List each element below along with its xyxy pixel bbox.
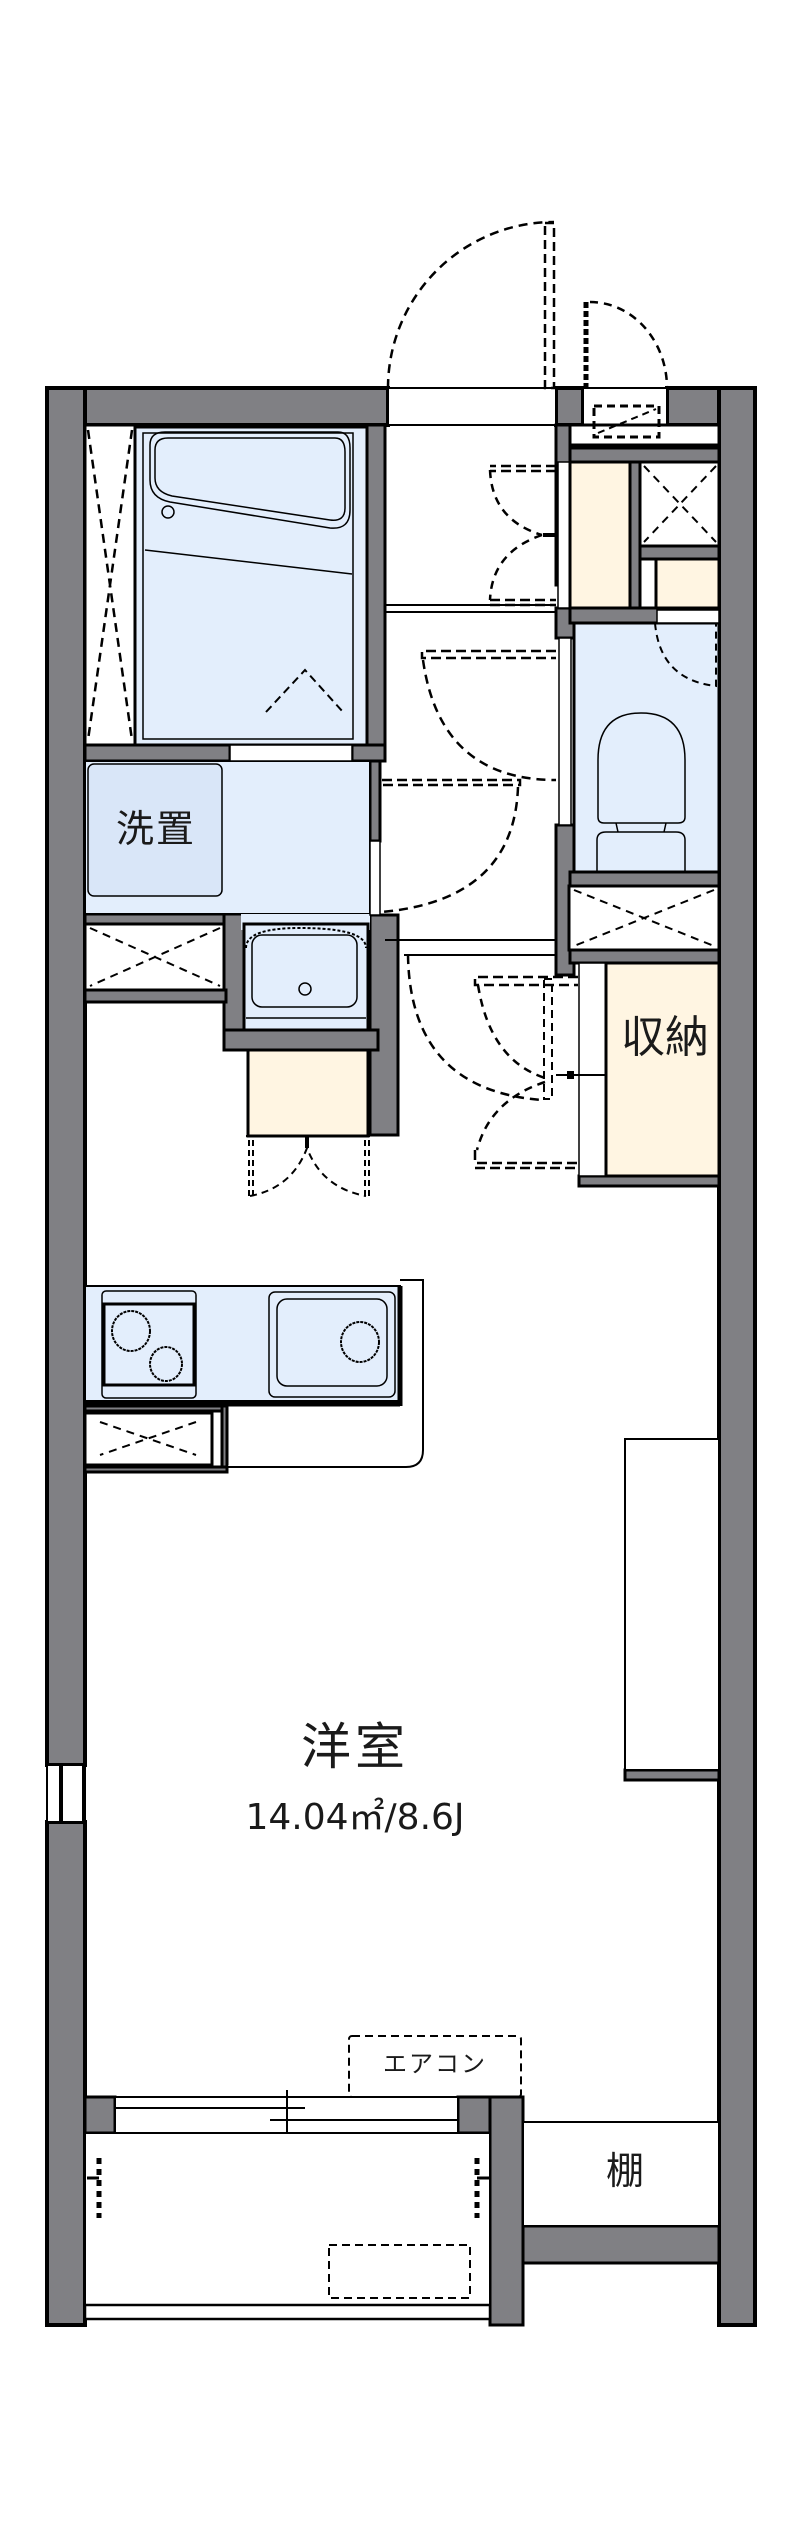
small-cabinet-top-right: [654, 557, 721, 610]
kitchen-sink: [268, 1291, 396, 1398]
storage-label: 収納: [621, 1012, 709, 1063]
unit-bath: [83, 423, 369, 747]
balcony: [83, 2132, 492, 2321]
toilet-door[interactable]: [420, 637, 572, 826]
storage-closet: [556, 961, 721, 1178]
shoe-closet: [488, 460, 632, 610]
shelf-box: [522, 2121, 720, 2227]
western-room-label: 洋室: [301, 1718, 409, 1776]
corridor: [385, 424, 556, 956]
storage-door[interactable]: [473, 975, 578, 1170]
washroom: [84, 744, 371, 930]
toilet-room: [572, 609, 721, 874]
kitchen: [84, 1279, 424, 1468]
side-window: [46, 1764, 86, 1823]
washroom-label: 洗置: [115, 807, 196, 851]
pipe-space-mid: [567, 884, 721, 952]
aircon-label: エアコン: [383, 2050, 487, 2078]
washroom-door[interactable]: [381, 778, 522, 914]
closet-x-left: [83, 922, 226, 992]
sliding-door[interactable]: [114, 2090, 459, 2138]
entrance-door[interactable]: [386, 220, 557, 426]
pipe-space-top: [638, 460, 721, 548]
wash-basin: [242, 922, 370, 1032]
western-room-area: 14.04㎡/8.6J: [245, 1797, 465, 1838]
shelf-label: 棚: [605, 2149, 644, 2193]
stove: [101, 1290, 197, 1399]
wall-cabinet: [624, 1438, 720, 1771]
meter-box: [568, 300, 721, 447]
outer-walls: [45, 386, 757, 2327]
cabinet-below-basin: [246, 1048, 370, 1198]
living-room-door[interactable]: [406, 954, 543, 1102]
pipe-space-kitchen: [83, 1411, 214, 1467]
